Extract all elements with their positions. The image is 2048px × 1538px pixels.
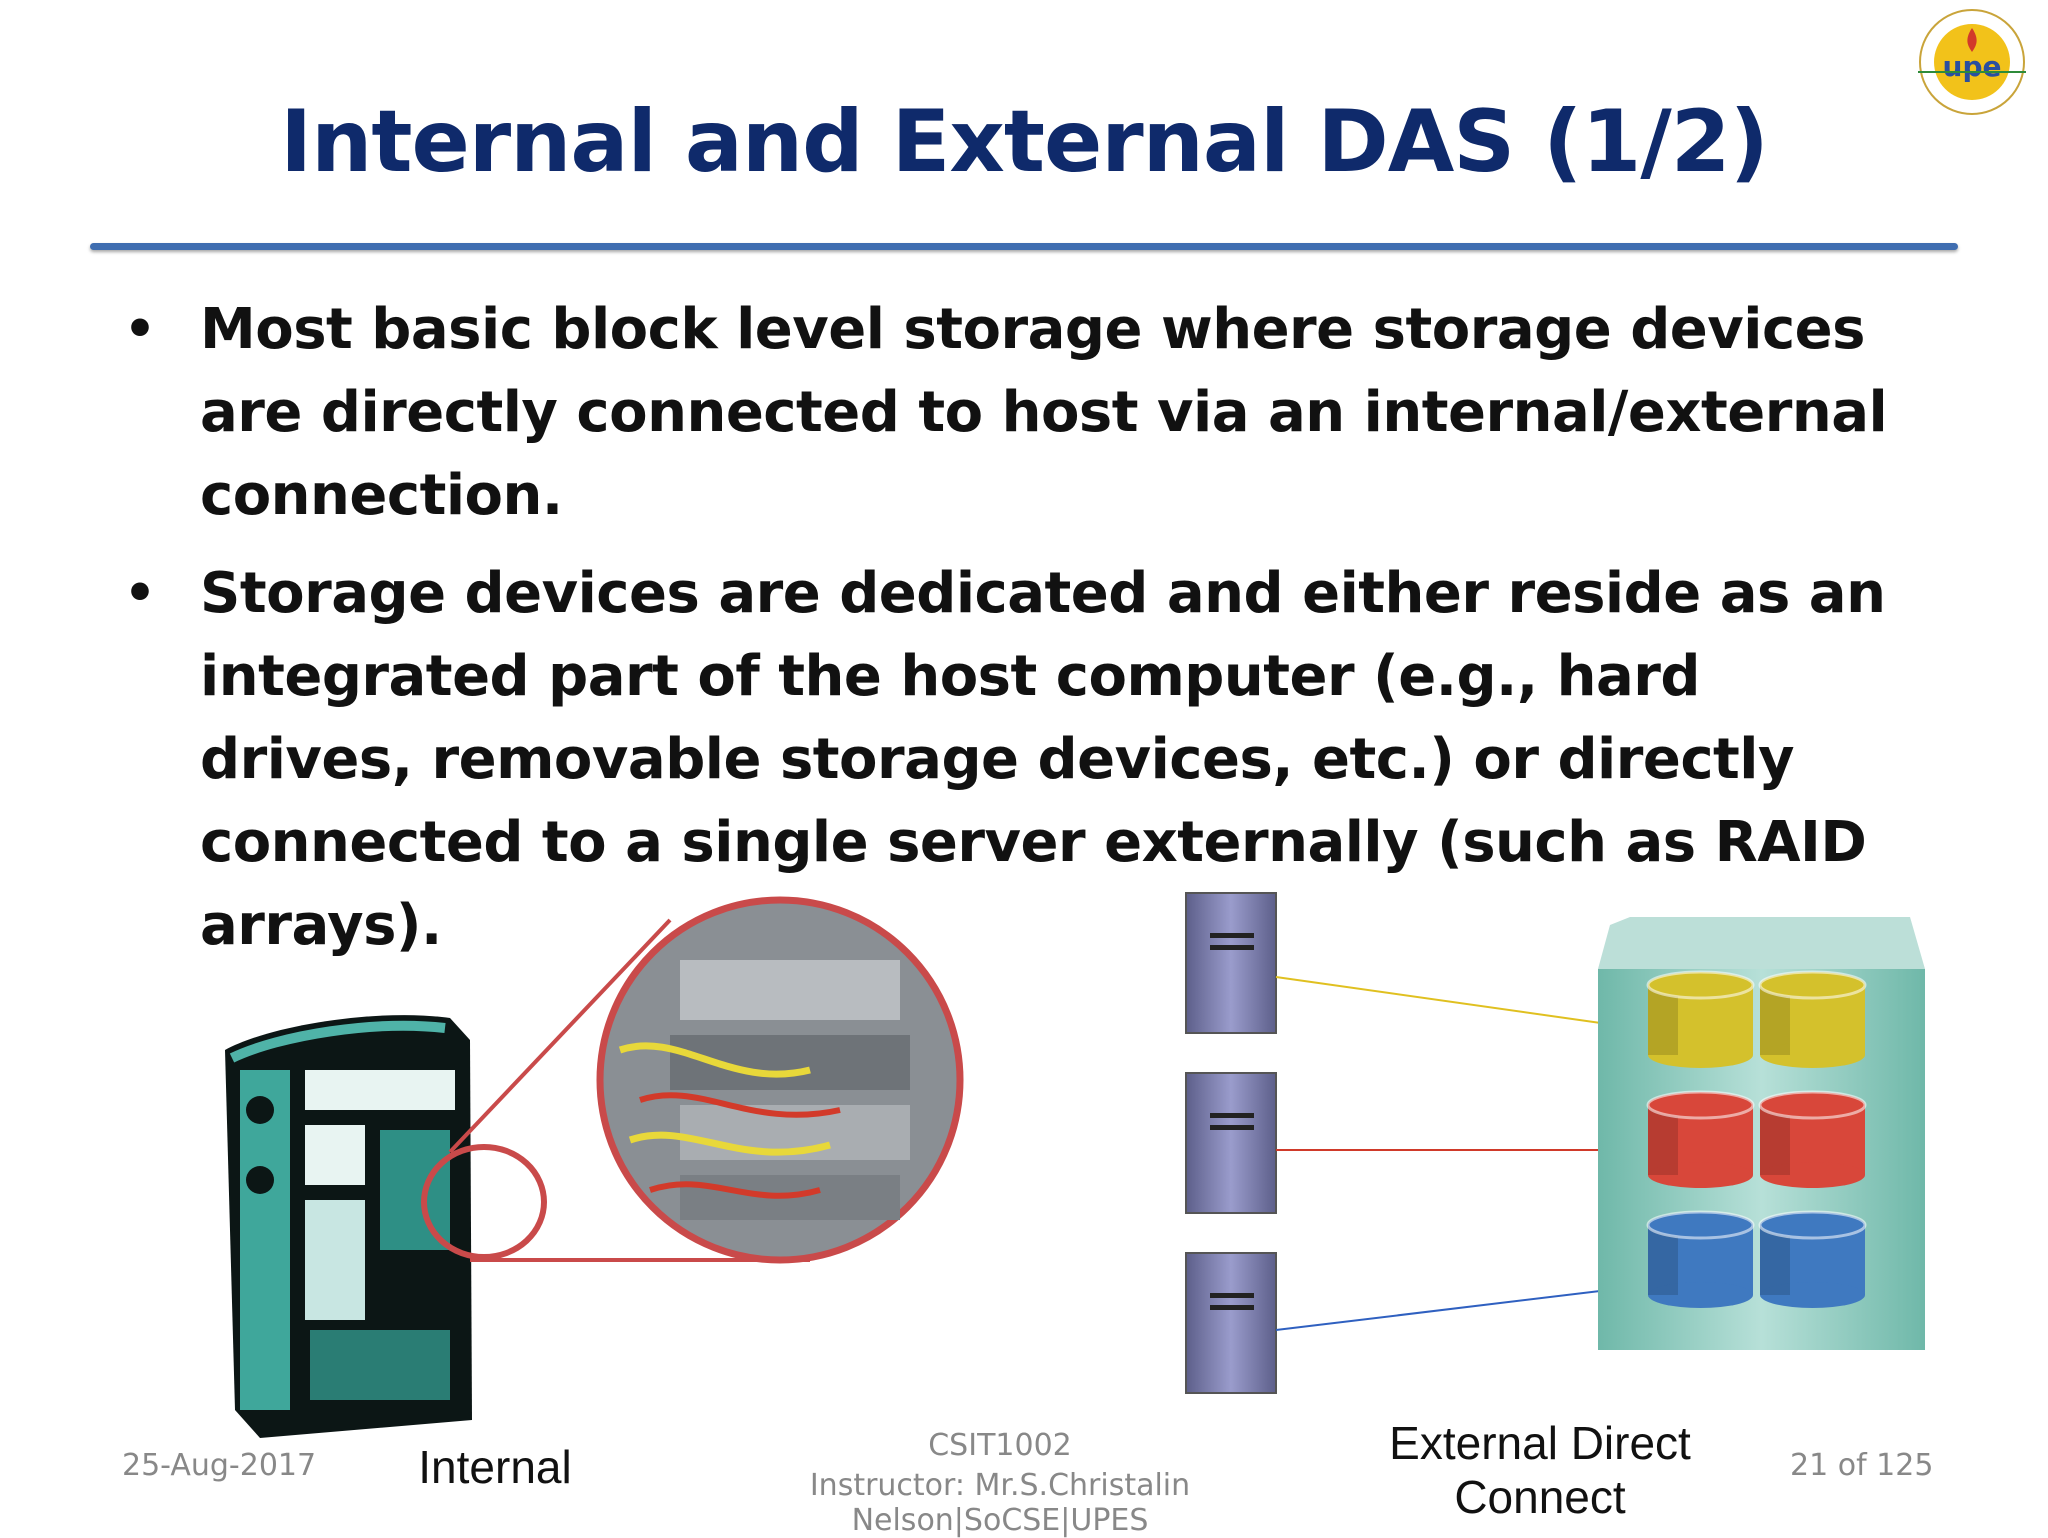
server-icon bbox=[1185, 1072, 1277, 1214]
title-divider bbox=[90, 243, 1958, 250]
svg-text:upe: upe bbox=[1943, 50, 2002, 83]
pc-tower-icon bbox=[225, 1015, 547, 1438]
disk-cylinder-icon bbox=[1758, 1090, 1867, 1188]
footer-course: CSIT1002 bbox=[928, 1428, 1072, 1463]
server-icon bbox=[1185, 892, 1277, 1034]
disk-cylinder-icon bbox=[1646, 970, 1755, 1068]
external-caption: External Direct Connect bbox=[1389, 1417, 1691, 1523]
bullet-item: • Most basic block level storage where s… bbox=[120, 288, 1900, 537]
internal-caption: Internal bbox=[418, 1441, 572, 1493]
storage-array-icon bbox=[1598, 917, 1925, 1350]
bullet-text: Storage devices are dedicated and either… bbox=[200, 561, 1886, 958]
footer-page-number: 21 of 125 bbox=[1790, 1448, 1934, 1483]
upes-logo: upe bbox=[1918, 9, 2026, 115]
disk-cylinder-icon bbox=[1758, 970, 1867, 1068]
bullet-list: • Most basic block level storage where s… bbox=[120, 288, 1900, 982]
disk-cylinder-icon bbox=[1646, 1210, 1755, 1308]
footer-instructor: Instructor: Mr.S.Christalin Nelson|SoCSE… bbox=[809, 1468, 1191, 1538]
bullet-item: • Storage devices are dedicated and eith… bbox=[120, 552, 1900, 967]
hard-drive-zoom-icon bbox=[596, 896, 964, 1264]
disk-cylinder-icon bbox=[1758, 1210, 1867, 1308]
external-das-illustration bbox=[1185, 892, 1925, 1394]
server-icon bbox=[1185, 1252, 1277, 1394]
bullet-marker: • bbox=[124, 564, 156, 622]
disk-cylinder-icon bbox=[1646, 1090, 1755, 1188]
internal-das-illustration bbox=[225, 896, 964, 1438]
bullet-marker: • bbox=[124, 300, 156, 358]
slide-title: Internal and External DAS (1/2) bbox=[280, 92, 1769, 192]
bullet-text: Most basic block level storage where sto… bbox=[200, 297, 1888, 528]
footer-date: 25-Aug-2017 bbox=[122, 1448, 317, 1483]
